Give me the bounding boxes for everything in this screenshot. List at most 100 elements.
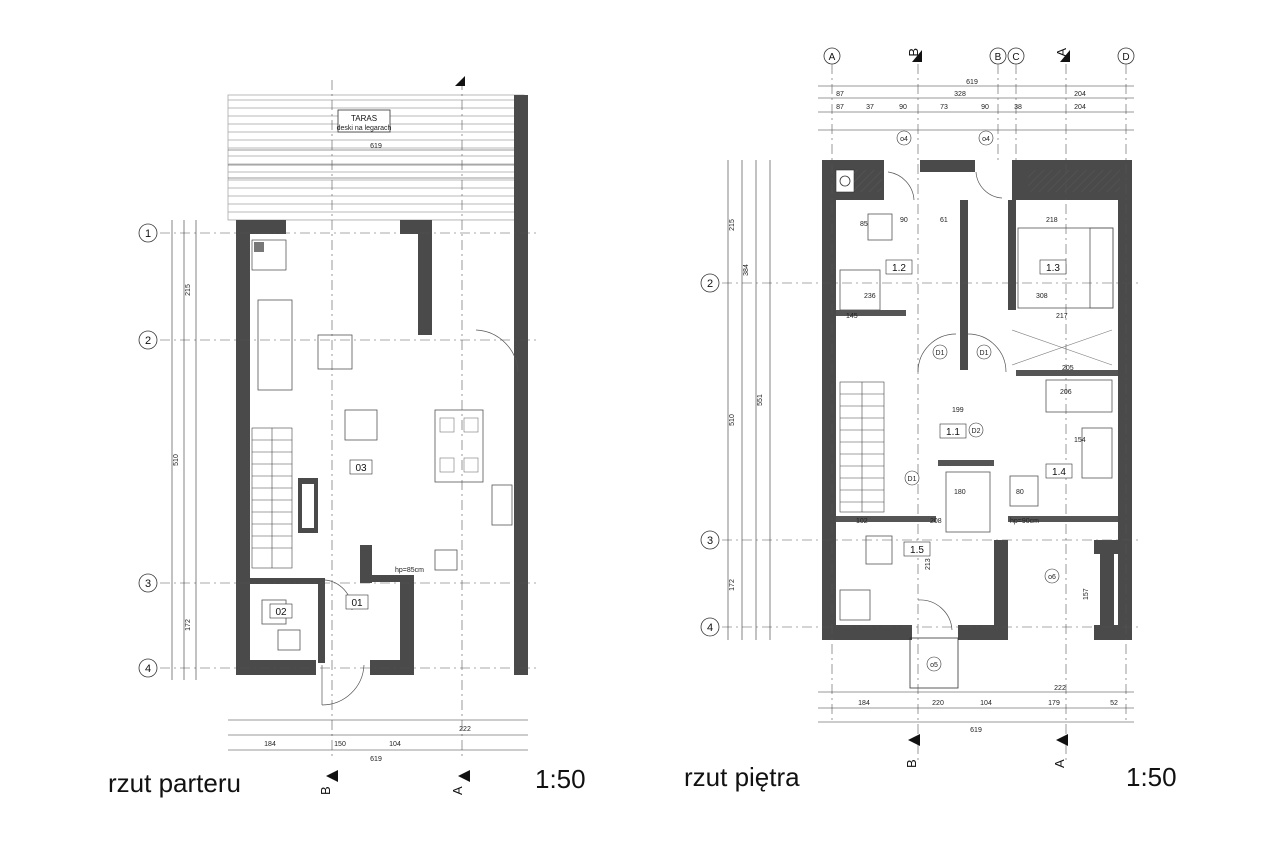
upper-washbasin bbox=[839, 589, 871, 621]
upper-section-A-top: A bbox=[1054, 48, 1069, 57]
upper-col-B: B bbox=[995, 52, 1002, 63]
ground-entrance-top-wall bbox=[370, 575, 414, 582]
upper-dim-r7: 145 bbox=[846, 313, 858, 320]
upper-dim-r16: 205 bbox=[1062, 365, 1074, 372]
upper-interior-dims: 85 90 61 218 236 308 145 217 199 206 154… bbox=[846, 217, 1090, 600]
upper-room-1-3: 1.3 bbox=[1046, 263, 1060, 274]
upper-floor-plan: A B C D B A 619 87 328 204 87 37 90 73 9… bbox=[684, 47, 1177, 792]
upper-top-a: 87 bbox=[836, 91, 844, 98]
ground-room-01: 01 bbox=[351, 598, 363, 609]
ground-section-B: B bbox=[318, 786, 333, 795]
ground-pillar bbox=[360, 545, 372, 583]
upper-axis-lines bbox=[722, 64, 1140, 760]
upper-bottom-wall-left bbox=[822, 625, 912, 640]
upper-col-A1: A bbox=[829, 52, 836, 63]
upper-floor-title: rzut piętra bbox=[684, 762, 800, 792]
ground-axis-lines bbox=[160, 80, 540, 760]
upper-column-bubbles: A B C D bbox=[823, 47, 1135, 65]
upper-partition-6 bbox=[1008, 516, 1118, 522]
ground-section-B-marker bbox=[326, 770, 338, 782]
upper-door-o6: o6 bbox=[1048, 574, 1056, 581]
upper-left-l1: 215 bbox=[729, 219, 736, 231]
ground-bottom-dim-3: 104 bbox=[389, 741, 401, 748]
upper-top-t5: 90 bbox=[981, 104, 989, 111]
upper-door-o4-a: o4 bbox=[900, 136, 908, 143]
ground-room-02: 02 bbox=[275, 607, 287, 618]
upper-row-bubbles: 2 3 4 bbox=[700, 273, 720, 637]
upper-door-d1-b: D1 bbox=[980, 350, 989, 357]
upper-section-B-top-marker bbox=[912, 50, 922, 62]
upper-bottom-c: 104 bbox=[980, 700, 992, 707]
upper-bottom-d: 179 bbox=[1048, 700, 1060, 707]
upper-dim-r12: 102 bbox=[856, 518, 868, 525]
ground-inner-wall bbox=[418, 220, 432, 335]
upper-bottom-a: 184 bbox=[858, 700, 870, 707]
ground-axis-1: 1 bbox=[145, 228, 151, 240]
ground-kitchen-unit bbox=[491, 484, 513, 526]
upper-bottom-b: 220 bbox=[932, 700, 944, 707]
upper-bottom-dim-lines bbox=[818, 691, 1134, 723]
upper-bottom-f: 222 bbox=[1054, 685, 1066, 692]
upper-right-wall bbox=[1118, 160, 1132, 640]
upper-partition-5 bbox=[836, 516, 936, 522]
ground-bath-side-wall bbox=[318, 578, 325, 663]
upper-section-A-marker bbox=[1056, 734, 1068, 746]
upper-top-b: 328 bbox=[954, 91, 966, 98]
terrace-label-box bbox=[337, 109, 391, 133]
upper-dim-r9: 199 bbox=[952, 407, 964, 414]
upper-row-2: 2 bbox=[707, 278, 713, 290]
upper-dim-r11: 154 bbox=[1074, 437, 1086, 444]
upper-top-t2: 37 bbox=[866, 104, 874, 111]
ground-coffee-table bbox=[317, 334, 353, 370]
upper-floor-scale: 1:50 bbox=[1126, 762, 1177, 792]
ground-room-03: 03 bbox=[355, 463, 367, 474]
upper-top-dim-lines bbox=[818, 85, 1134, 131]
upper-void-cross bbox=[1011, 329, 1113, 366]
ground-washbasin bbox=[277, 629, 301, 651]
ground-bath-wall bbox=[250, 578, 325, 584]
upper-top-t3: 90 bbox=[899, 104, 907, 111]
upper-dim-r15: 157 bbox=[1083, 588, 1090, 600]
upper-dim-r14: 213 bbox=[925, 558, 932, 570]
ground-floor-scale: 1:50 bbox=[535, 764, 586, 794]
ground-left-dim-b: 172 bbox=[185, 619, 192, 631]
upper-bedroom-door-2 bbox=[967, 333, 1007, 373]
ground-section-A-top bbox=[455, 76, 465, 86]
upper-dim-r3: 61 bbox=[940, 217, 948, 224]
ground-right-wall bbox=[514, 95, 528, 675]
upper-dim-r13: 208 bbox=[930, 518, 942, 525]
ground-kitchen-corner bbox=[251, 239, 287, 271]
upper-col-D: D bbox=[1122, 52, 1129, 63]
upper-chair bbox=[865, 535, 893, 565]
upper-section-B: B bbox=[904, 759, 919, 768]
upper-door-d1-a: D1 bbox=[936, 350, 945, 357]
upper-left-wall bbox=[822, 160, 836, 640]
ground-sink bbox=[434, 549, 458, 571]
upper-desk bbox=[1081, 427, 1113, 479]
upper-entry-door bbox=[917, 599, 953, 631]
upper-door-o5: o5 bbox=[930, 662, 938, 669]
upper-col-C: C bbox=[1012, 52, 1019, 63]
upper-top-total: 619 bbox=[966, 79, 978, 86]
upper-top-c: 204 bbox=[1074, 91, 1086, 98]
upper-desk-chair bbox=[867, 213, 893, 241]
ground-left-dim-a: 215 bbox=[185, 284, 192, 296]
upper-balcony-door-2 bbox=[975, 171, 1003, 199]
upper-top-t4: 73 bbox=[940, 104, 948, 111]
ground-top-wall-left bbox=[236, 220, 286, 234]
ground-left-wall bbox=[236, 220, 250, 675]
upper-row-3: 3 bbox=[707, 535, 713, 547]
upper-wardrobe bbox=[1045, 379, 1113, 413]
ground-axis-2: 2 bbox=[145, 335, 151, 347]
upper-dim-r4: 218 bbox=[1046, 217, 1058, 224]
terrace-sublabel: deski na legarach bbox=[337, 125, 392, 132]
ground-sofa bbox=[257, 299, 293, 391]
ground-bottom-dim-1: 184 bbox=[264, 741, 276, 748]
upper-dim-r2: 90 bbox=[900, 217, 908, 224]
ground-entrance-door-swing bbox=[321, 664, 365, 706]
upper-stairs bbox=[839, 381, 885, 513]
upper-door-tags: D1 D1 D1 D2 o4 o4 o5 o6 bbox=[896, 130, 1060, 672]
upper-balcony-door-1 bbox=[887, 171, 915, 201]
ground-armchair bbox=[344, 409, 378, 441]
